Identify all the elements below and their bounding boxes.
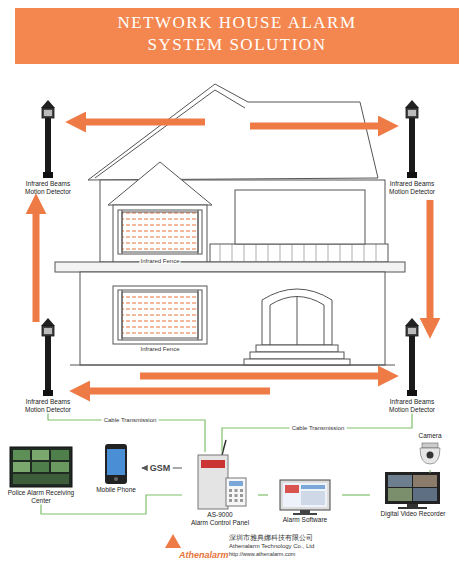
fence-label: Infrared Fence bbox=[139, 346, 180, 352]
detector-post bbox=[405, 318, 419, 396]
device-label: Infrared Beams Motion Detector bbox=[16, 180, 80, 196]
edge-label: Cable Transmission bbox=[290, 425, 347, 431]
device-label: Infrared Beams Motion Detector bbox=[16, 398, 80, 414]
device-node: Infrared Beams Motion Detector bbox=[16, 318, 80, 414]
detector-post bbox=[41, 100, 55, 178]
device-label: Alarm Software bbox=[268, 516, 342, 524]
title-text: NETWORK HOUSE ALARM SYSTEM SOLUTION bbox=[87, 12, 387, 56]
logo-text: Athenalarm Technology Co., Ltd bbox=[228, 543, 315, 549]
cable-line bbox=[429, 470, 430, 473]
device-label: Mobile Phone bbox=[90, 486, 142, 494]
video-wall-icon bbox=[10, 447, 72, 487]
title-banner bbox=[15, 8, 459, 64]
device-node: Police Alarm Receiving Center bbox=[5, 445, 77, 505]
device-node: Infrared Beams Motion Detector bbox=[16, 100, 80, 196]
detector-post bbox=[405, 100, 419, 178]
device-node: Digital Video Recorder bbox=[370, 470, 456, 518]
logo-text: Athenalarm bbox=[178, 550, 230, 560]
device-label: AS-9000 bbox=[182, 511, 258, 519]
device-node: Mobile Phone bbox=[90, 442, 142, 494]
device-node: Infrared Beams Motion Detector bbox=[380, 318, 444, 414]
detector-post bbox=[41, 318, 55, 396]
dvr-icon bbox=[385, 472, 440, 509]
edge-label: Cable Transmission bbox=[102, 417, 159, 423]
cable-line bbox=[48, 414, 205, 452]
edge-label: GSM bbox=[148, 463, 173, 473]
device-node: Camera bbox=[405, 432, 455, 473]
device-label: Infrared Beams Motion Detector bbox=[380, 180, 444, 196]
cable-line bbox=[342, 494, 370, 495]
fence-label: Infrared Fence bbox=[139, 258, 180, 264]
house-drawing bbox=[55, 84, 405, 365]
device-node: AS-9000Alarm Control Panel bbox=[182, 452, 258, 527]
device-label: Infrared Beams Motion Detector bbox=[380, 398, 444, 414]
logo-text: http://www.athenalarm.com bbox=[228, 551, 296, 557]
logo-text: 深圳市雅典娜科技有限公司 bbox=[228, 534, 314, 543]
device-node: Alarm Software bbox=[268, 478, 342, 524]
logo-mark bbox=[165, 534, 181, 548]
camera-icon bbox=[420, 443, 440, 464]
cable-line bbox=[222, 414, 412, 452]
device-label: Digital Video Recorder bbox=[370, 510, 456, 518]
device-label: Police Alarm Receiving Center bbox=[5, 489, 77, 505]
beam-arrow bbox=[36, 122, 430, 391]
cable-line bbox=[41, 495, 182, 514]
device-label: Camera bbox=[405, 432, 455, 440]
device-node: Infrared Beams Motion Detector bbox=[380, 100, 444, 196]
monitor-icon bbox=[280, 480, 330, 515]
cable-line bbox=[258, 494, 268, 495]
phone-icon bbox=[105, 444, 127, 484]
device-label: Alarm Control Panel bbox=[182, 519, 258, 527]
